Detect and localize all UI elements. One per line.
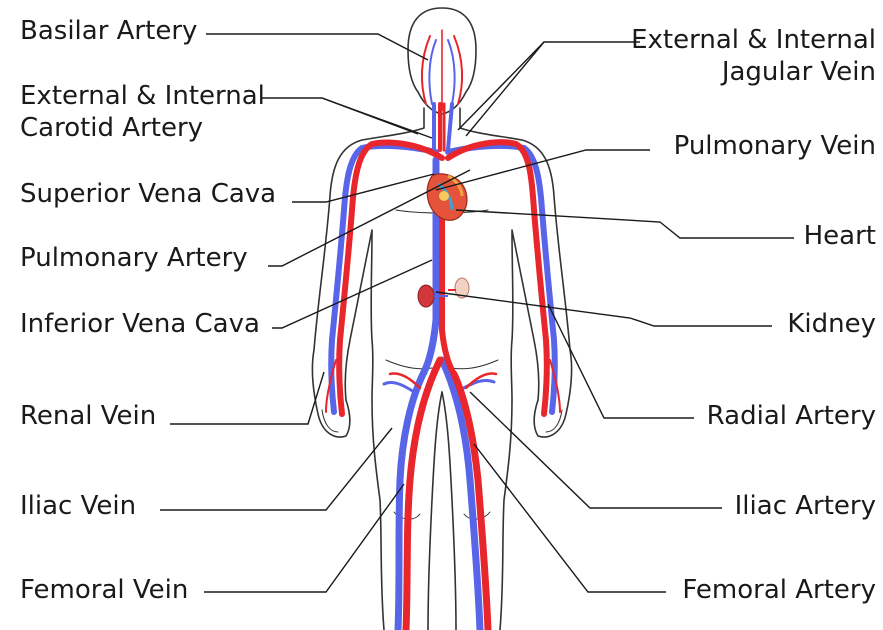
leader-jugular-vein-2: [465, 41, 545, 137]
label-femoral-artery-text: Femoral Artery: [682, 575, 876, 605]
leader-femoral-vein: [204, 483, 405, 593]
label-carotid-artery: External & Internal Carotid Artery: [20, 80, 265, 144]
label-basilar-artery: Basilar Artery: [20, 15, 197, 47]
leader-superior-vena-cava: [292, 173, 435, 203]
label-heart-text: Heart: [803, 221, 876, 251]
leader-iliac-vein: [160, 427, 393, 511]
label-jugular-vein-line2: Jagular Vein: [721, 57, 876, 87]
label-kidney-text: Kidney: [787, 309, 876, 339]
label-iliac-vein-text: Iliac Vein: [20, 491, 137, 521]
label-renal-vein-text: Renal Vein: [20, 401, 157, 431]
leader-iliac-artery: [469, 391, 722, 509]
leader-carotid-artery-2: [321, 97, 433, 139]
leader-jugular-vein: [457, 41, 640, 131]
label-inferior-vena-cava: Inferior Vena Cava: [20, 308, 260, 340]
leader-pulmonary-vein: [435, 149, 650, 191]
label-kidney: Kidney: [787, 308, 876, 340]
label-femoral-vein-text: Femoral Vein: [20, 575, 189, 605]
label-jugular-vein-line1: External & Internal: [631, 25, 876, 55]
leader-lines: [160, 33, 794, 593]
label-heart: Heart: [804, 220, 876, 252]
leader-inferior-vena-cava: [272, 259, 433, 329]
leader-femoral-artery: [473, 443, 666, 593]
label-jugular-vein: External & Internal Jagular Vein: [631, 24, 876, 88]
heart-icon: [426, 173, 468, 221]
body-outline: [311, 7, 573, 630]
label-inferior-vena-cava-text: Inferior Vena Cava: [20, 309, 260, 339]
label-pulmonary-artery: Pulmonary Artery: [20, 242, 248, 274]
leader-kidney: [435, 291, 772, 327]
label-pulmonary-artery-text: Pulmonary Artery: [20, 243, 248, 273]
label-femoral-artery: Femoral Artery: [682, 574, 876, 606]
leader-carotid-artery: [262, 97, 419, 135]
kidney-icon: [417, 277, 470, 308]
veins: [328, 39, 558, 630]
label-superior-vena-cava: Superior Vena Cava: [20, 178, 276, 210]
label-carotid-artery-line1: External & Internal: [20, 81, 265, 111]
leader-heart: [455, 209, 794, 239]
label-superior-vena-cava-text: Superior Vena Cava: [20, 179, 277, 209]
label-iliac-artery-text: Iliac Artery: [734, 491, 876, 521]
label-radial-artery: Radial Artery: [707, 400, 876, 432]
label-carotid-artery-line2: Carotid Artery: [20, 113, 204, 143]
label-radial-artery-text: Radial Artery: [706, 401, 876, 431]
label-iliac-vein: Iliac Vein: [20, 490, 136, 522]
label-pulmonary-vein-text: Pulmonary Vein: [673, 131, 876, 161]
leader-pulmonary-artery: [268, 169, 471, 267]
label-iliac-artery: Iliac Artery: [735, 490, 876, 522]
leader-basilar-artery: [206, 33, 429, 61]
label-femoral-vein: Femoral Vein: [20, 574, 188, 606]
label-basilar-artery-text: Basilar Artery: [20, 16, 198, 46]
leader-renal-vein: [170, 371, 325, 425]
arteries: [325, 29, 561, 630]
leader-radial-artery: [547, 303, 694, 419]
label-pulmonary-vein: Pulmonary Vein: [674, 130, 876, 162]
label-renal-vein: Renal Vein: [20, 400, 156, 432]
